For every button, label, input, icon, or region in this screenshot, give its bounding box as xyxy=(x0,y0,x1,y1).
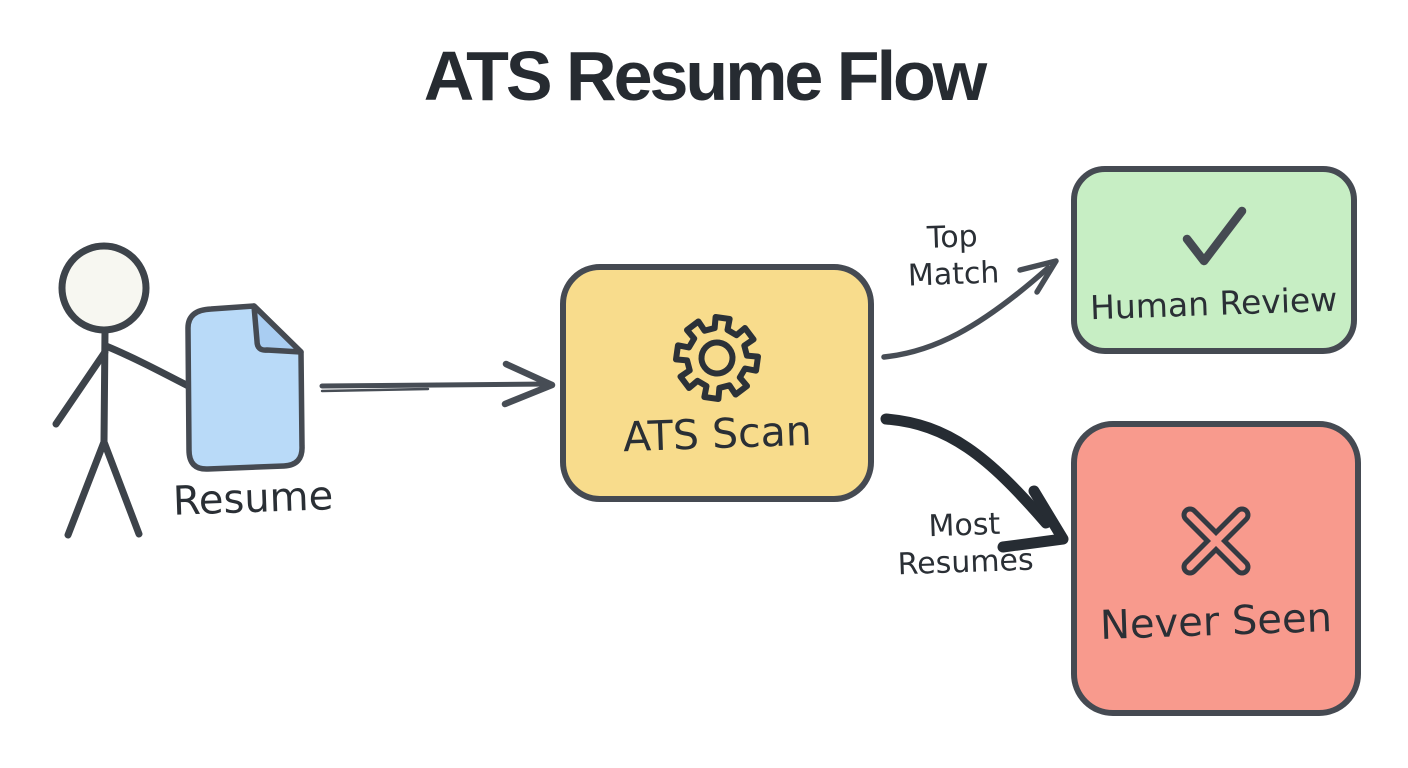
document-fold-corner xyxy=(251,303,304,355)
page-title: ATS Resume Flow xyxy=(423,37,987,115)
edge-label-most-resumes: Most Resumes xyxy=(879,505,1051,584)
gear-icon xyxy=(667,308,767,408)
edge-label-most-resumes-line1: Most xyxy=(927,506,1001,545)
edge-label-most-resumes-line2: Resumes xyxy=(897,542,1035,582)
edge-label-top-match-line2: Match xyxy=(907,254,1000,294)
resume-document xyxy=(185,303,305,472)
arrow-resume-to-ats xyxy=(319,360,556,408)
edge-label-top-match-line1: Top xyxy=(926,219,979,256)
node-never-seen: Never Seen xyxy=(1071,421,1361,716)
x-icon xyxy=(1168,493,1264,589)
checkmark-icon xyxy=(1169,198,1259,276)
node-ats-scan: ATS Scan xyxy=(560,264,874,502)
never-seen-label: Never Seen xyxy=(1099,594,1333,649)
ats-scan-label: ATS Scan xyxy=(621,406,813,462)
resume-label: Resume xyxy=(172,473,334,525)
edge-label-top-match: Top Match xyxy=(887,218,1019,296)
human-review-label: Human Review xyxy=(1089,279,1339,327)
stick-figure-head xyxy=(58,242,150,334)
node-human-review: Human Review xyxy=(1071,166,1357,354)
